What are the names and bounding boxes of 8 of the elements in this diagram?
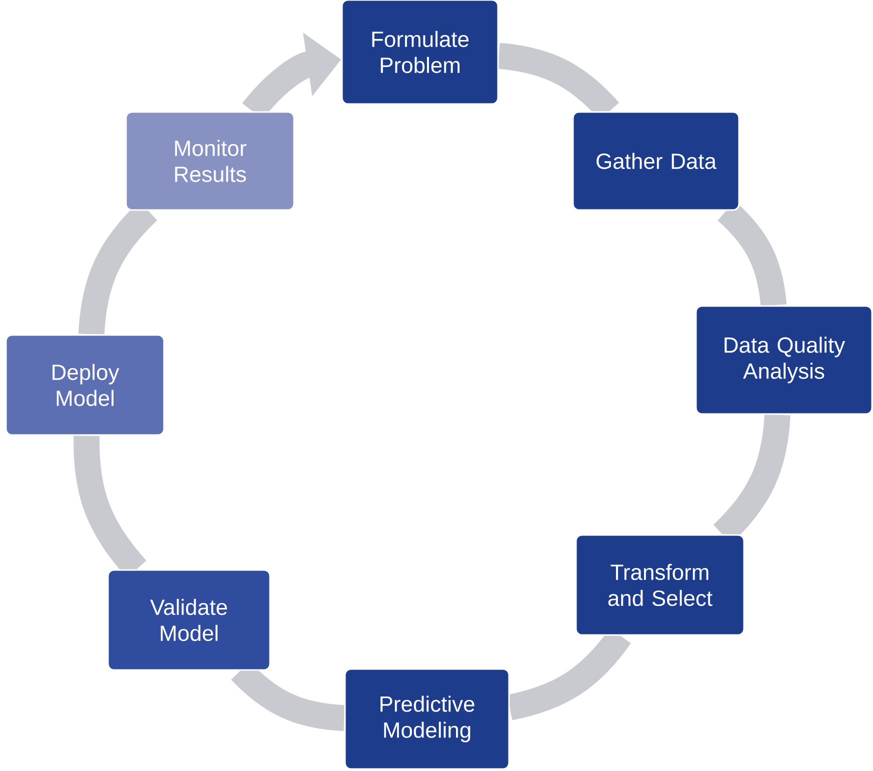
- process-box: Validate Model: [107, 569, 271, 671]
- process-box: Transform and Select: [575, 534, 745, 636]
- process-box: Gather Data: [572, 111, 740, 211]
- process-box: Predictive Modeling: [344, 668, 510, 770]
- process-box: Monitor Results: [125, 111, 295, 211]
- process-box: Deploy Model: [5, 334, 165, 436]
- process-box: Data Quality Analysis: [695, 305, 873, 415]
- process-box: Formulate Problem: [341, 0, 499, 105]
